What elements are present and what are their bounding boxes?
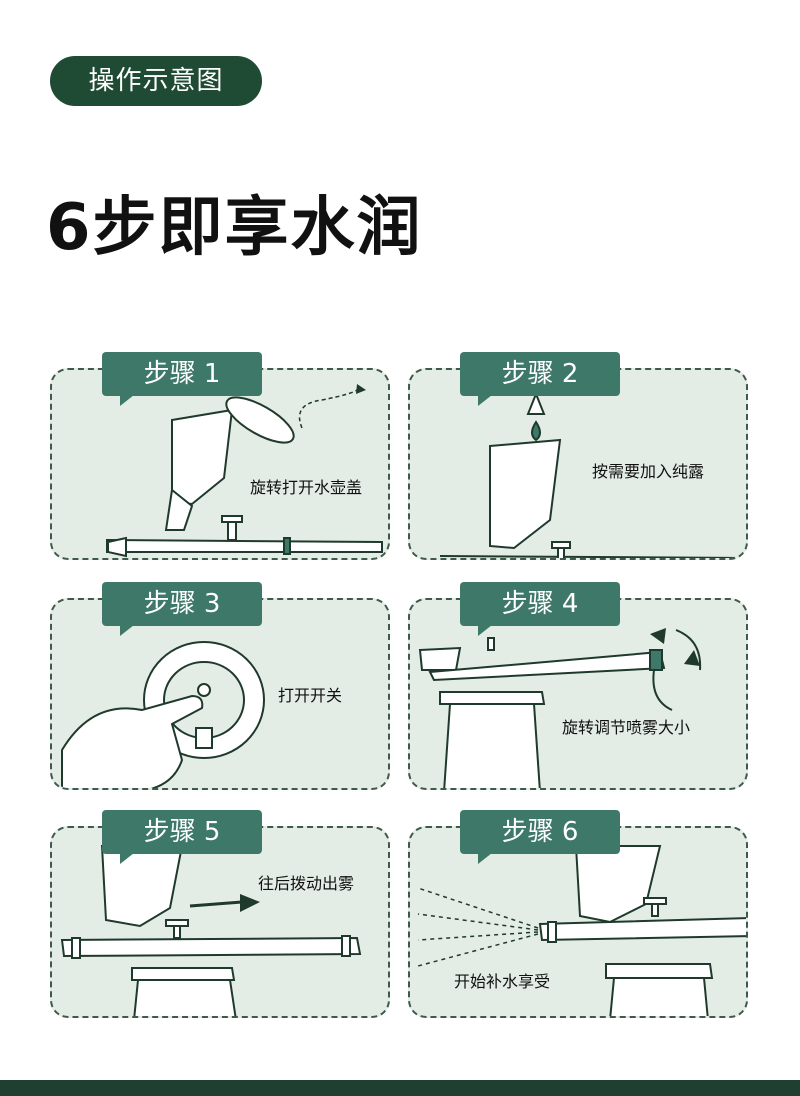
step-5-caption: 往后拨动出雾 bbox=[258, 874, 355, 893]
airbrush-add-liquid-illustration bbox=[439, 391, 746, 558]
power-switch-illustration bbox=[61, 641, 265, 788]
page-headline: 6步即享水润 bbox=[46, 191, 423, 265]
step-6-tag: 步骤 6 bbox=[460, 810, 620, 864]
step-2-tag: 步骤 2 bbox=[460, 352, 620, 406]
section-pill: 操作示意图 bbox=[50, 56, 262, 106]
step-5-tag: 步骤 5 bbox=[102, 810, 262, 864]
airbrush-pull-trigger-illustration bbox=[60, 845, 362, 1016]
airbrush-open-lid-illustration bbox=[106, 384, 383, 558]
step-1-tag: 步骤 1 bbox=[102, 352, 262, 406]
step-6-caption: 开始补水享受 bbox=[454, 972, 551, 991]
step-card-6: 开始补水享受 bbox=[408, 826, 748, 1018]
airbrush-adjust-nozzle-illustration bbox=[418, 628, 702, 788]
airbrush-spray-mist-illustration bbox=[417, 845, 746, 1016]
step-card-3: 打开开关 bbox=[50, 598, 390, 790]
step-card-2: 按需要加入纯露 bbox=[408, 368, 748, 560]
step-3-tag: 步骤 3 bbox=[102, 582, 262, 636]
step-4-tag: 步骤 4 bbox=[460, 582, 620, 636]
step-card-5: 往后拨动出雾 bbox=[50, 826, 390, 1018]
step-4-caption: 旋转调节喷雾大小 bbox=[562, 718, 691, 737]
step-card-4: 旋转调节喷雾大小 bbox=[408, 598, 748, 790]
step-2-caption: 按需要加入纯露 bbox=[592, 462, 705, 481]
step-3-caption: 打开开关 bbox=[278, 686, 343, 705]
footer-bar bbox=[0, 1080, 800, 1096]
step-1-caption: 旋转打开水壶盖 bbox=[250, 478, 363, 497]
step-card-1: 旋转打开水壶盖 bbox=[50, 368, 390, 560]
